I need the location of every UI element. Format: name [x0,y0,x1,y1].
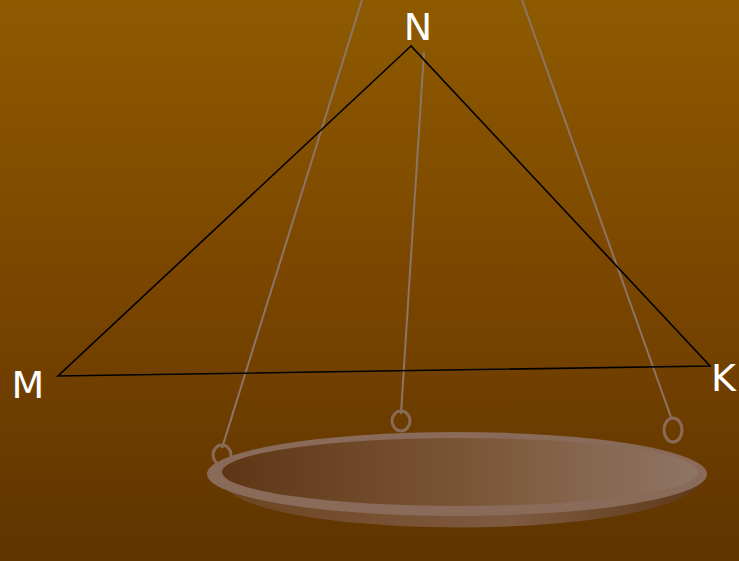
string [522,0,672,420]
string [222,0,362,448]
vertex-label: N [404,8,432,46]
vertex-label: K [711,359,736,397]
hook [664,418,682,442]
hook [213,445,231,465]
pan-surface [222,438,698,506]
hook [392,411,410,431]
pan-rim [207,432,707,516]
vertex-label: M [12,366,45,404]
triangle [58,46,710,376]
string [401,52,424,414]
